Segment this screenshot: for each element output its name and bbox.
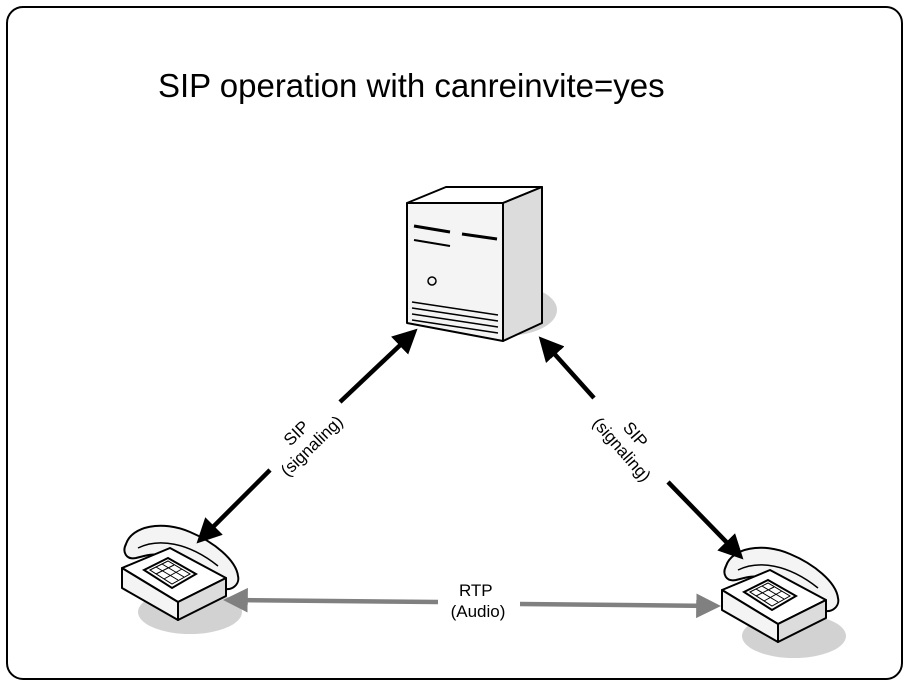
right-phone-node — [721, 546, 846, 658]
left-sip-arrow-to-server — [338, 328, 418, 404]
diagram-title: SIP operation with canreinvite=yes — [158, 67, 665, 104]
svg-text:RTP (Audio): RTP (Audio) — [451, 581, 506, 621]
rtp-label-line2: (Audio) — [451, 602, 506, 621]
server-node — [406, 186, 557, 342]
left-phone-node — [121, 524, 242, 634]
desk-phone-icon — [721, 546, 840, 643]
desk-phone-icon — [121, 524, 240, 621]
server-tower-icon — [406, 186, 543, 342]
left-sip-arrow-to-phone — [196, 468, 272, 544]
rtp-label-line1: RTP — [459, 581, 492, 600]
right-sip-arrow-to-server — [538, 336, 596, 400]
rtp-edge: RTP (Audio) — [223, 581, 721, 621]
rtp-arrow-to-right-phone — [519, 593, 721, 619]
rtp-arrow-to-left-phone — [223, 587, 439, 613]
right-sip-arrow-to-phone — [666, 480, 744, 560]
